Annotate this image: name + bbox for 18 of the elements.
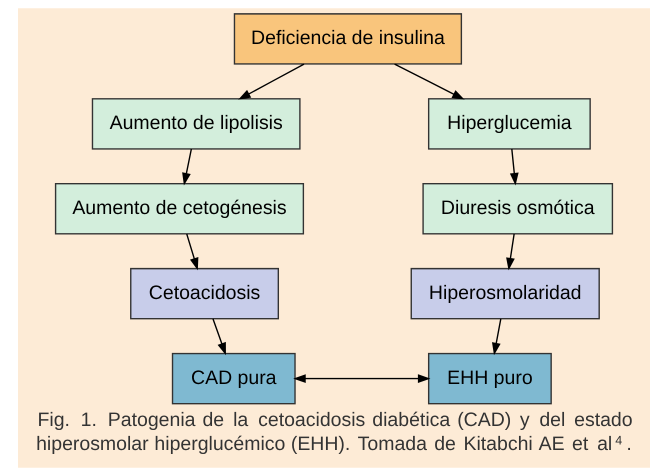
arrow bbox=[292, 374, 430, 383]
node-box: Hiperosmolaridad bbox=[410, 268, 600, 320]
arrow bbox=[212, 318, 226, 356]
arrow bbox=[491, 318, 501, 356]
node-box: Diuresis osmótica bbox=[422, 183, 613, 235]
arrow bbox=[394, 63, 464, 100]
arrow bbox=[186, 234, 198, 270]
arrow bbox=[182, 148, 192, 186]
node-box: EHH puro bbox=[427, 352, 552, 404]
node-box: Cetoacidosis bbox=[130, 268, 278, 320]
node-box: Aumento de lipolisis bbox=[91, 98, 300, 150]
node-box: Aumento de cetogénesis bbox=[54, 183, 304, 235]
node-box: Deficiencia de insulina bbox=[233, 13, 462, 65]
arrow bbox=[509, 148, 518, 186]
node-box: Hiperglucemia bbox=[427, 98, 590, 150]
arrow bbox=[506, 234, 514, 270]
node-box: CAD pura bbox=[171, 352, 296, 404]
arrow bbox=[238, 63, 304, 100]
